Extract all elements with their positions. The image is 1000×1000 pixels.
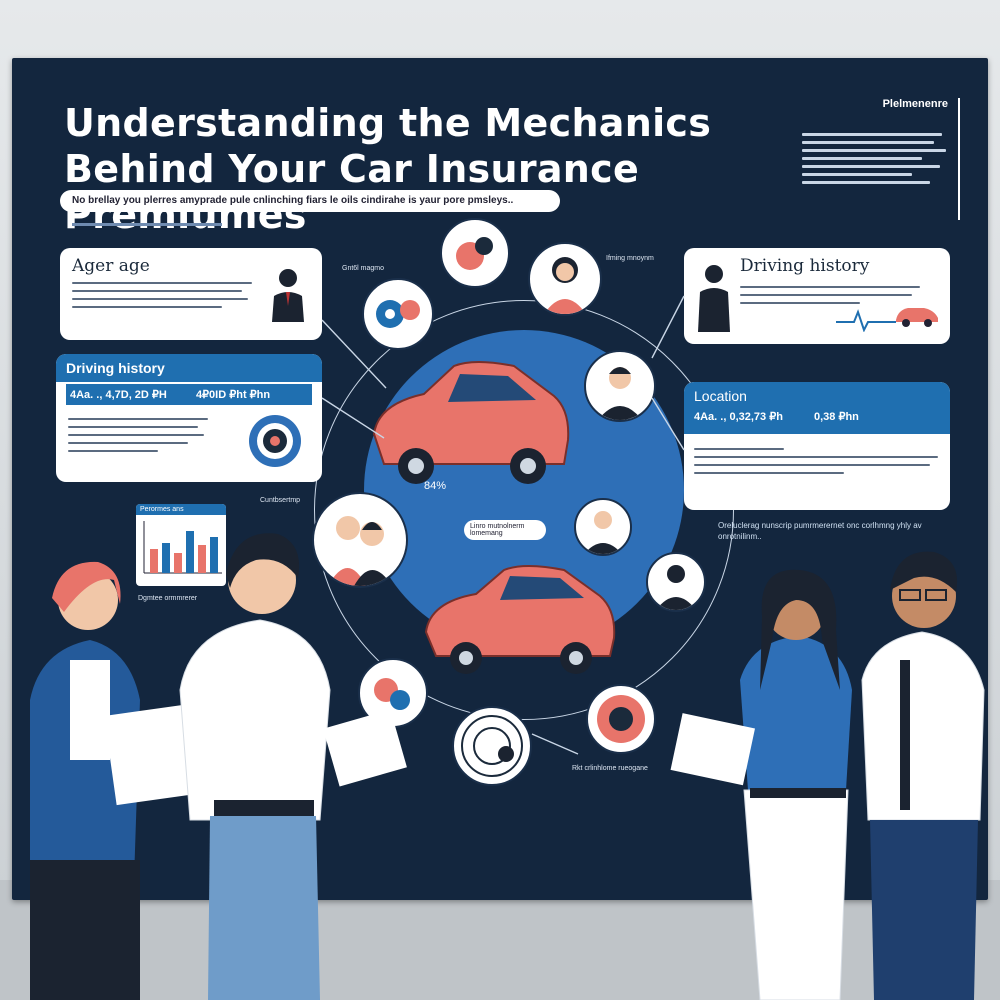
- stat-1: 4Aa. ., 4,7D, 2D ₽H: [70, 389, 167, 401]
- orbit-ring: [314, 300, 734, 720]
- orbit-label-top-right: Ifming mnoynm: [606, 255, 654, 262]
- bubble-radar: [452, 706, 532, 786]
- car-icon: [372, 361, 570, 484]
- stat-1: 4Aa. ., 0,32,73 ₽h: [694, 411, 783, 423]
- car-icon: [896, 308, 938, 327]
- bubble-parts: [440, 218, 510, 288]
- card-location: Location 4Aa. ., 0,32,73 ₽h 0,38 ₽hn: [684, 382, 950, 510]
- bubble-couple: [312, 492, 408, 588]
- heartbeat-icon: [836, 309, 896, 332]
- card-driving-left-text: [68, 412, 208, 458]
- hub-tag: Linro mutnolnerm lomemang: [464, 520, 546, 540]
- bubble-left-label: Cuntbsertmp: [260, 497, 301, 504]
- user-icon: [328, 516, 392, 586]
- card-driving-history-right: Driving history: [684, 248, 950, 344]
- card-driving-right-heading: Driving history: [740, 256, 870, 276]
- bubble-man-small: [574, 498, 632, 556]
- heading-text: Driving history: [66, 360, 165, 376]
- gear-icon: [597, 695, 645, 743]
- connector-lines: [321, 295, 685, 755]
- subtitle-note-lines: [72, 222, 222, 229]
- side-panel-divider: [958, 98, 960, 220]
- card-age-heading: Ager age: [72, 256, 150, 276]
- orbit-label-top-left: Gnt6l magmo: [342, 265, 385, 272]
- gear-icon: [376, 300, 420, 328]
- bubble-woman: [528, 242, 602, 316]
- gear-icon: [374, 678, 410, 710]
- stat-2: 0,38 ₽hn: [814, 411, 859, 423]
- user-icon: [656, 565, 696, 610]
- bar-chart-tag: Perormes ans: [136, 504, 226, 515]
- bubble-man-right: [584, 350, 656, 422]
- presentation-board: Understanding the Mechanics Behind Your …: [12, 58, 988, 900]
- card-location-heading: Location: [694, 388, 747, 404]
- side-panel-text: [802, 128, 950, 189]
- car-icon: [424, 565, 616, 674]
- center-percent: 84%: [424, 480, 447, 492]
- card-location-text: [694, 442, 938, 480]
- gear-icon: [249, 415, 301, 467]
- card-location-header: Location 4Aa. ., 0,32,73 ₽h 0,38 ₽hn: [684, 382, 950, 434]
- card-driving-history-left: Driving history 4Aa. ., 4,7D, 2D ₽H 4₽0I…: [56, 354, 322, 482]
- card-location-stats: 4Aa. ., 0,32,73 ₽h 0,38 ₽hn: [694, 410, 940, 423]
- gear-icon: [461, 715, 523, 777]
- poster-title: Understanding the Mechanics Behind Your …: [64, 100, 804, 238]
- bottom-caption: Rkt crlinhlome rueogane: [572, 765, 648, 772]
- bar-chart-caption: Dgmtee ormmrerer: [138, 595, 198, 602]
- stat-2: 4₽0ID ₽ht ₽hn: [195, 389, 271, 401]
- bubble-gears: [362, 278, 434, 350]
- card-driving-right-text: [740, 280, 920, 310]
- poster-subtitle: No brellay you plerres amyprade pule cnl…: [60, 190, 560, 212]
- card-driving-left-heading: Driving history: [56, 354, 322, 382]
- gear-icon: [456, 237, 493, 270]
- card-driving-left-stats: 4Aa. ., 4,7D, 2D ₽H 4₽0ID ₽ht ₽hn: [66, 384, 312, 405]
- user-icon: [584, 511, 622, 554]
- title-line-1: Understanding the Mechanics: [64, 101, 712, 145]
- card-age-text: [72, 282, 252, 308]
- bubble-bottom-right: [586, 684, 656, 754]
- user-icon: [544, 257, 586, 314]
- bubble-man-far-right: [646, 552, 706, 612]
- bar-chart-panel: Perormes ans: [136, 504, 226, 586]
- bar-chart-icon: [143, 521, 222, 574]
- card-age: Ager age: [60, 248, 322, 340]
- user-icon: [272, 269, 304, 322]
- side-panel-title: Plelmenenre: [882, 98, 948, 110]
- location-note: Oreluclerag nunscrip pumrmerernet onc co…: [718, 521, 922, 541]
- user-icon: [698, 265, 730, 332]
- user-icon: [598, 367, 642, 420]
